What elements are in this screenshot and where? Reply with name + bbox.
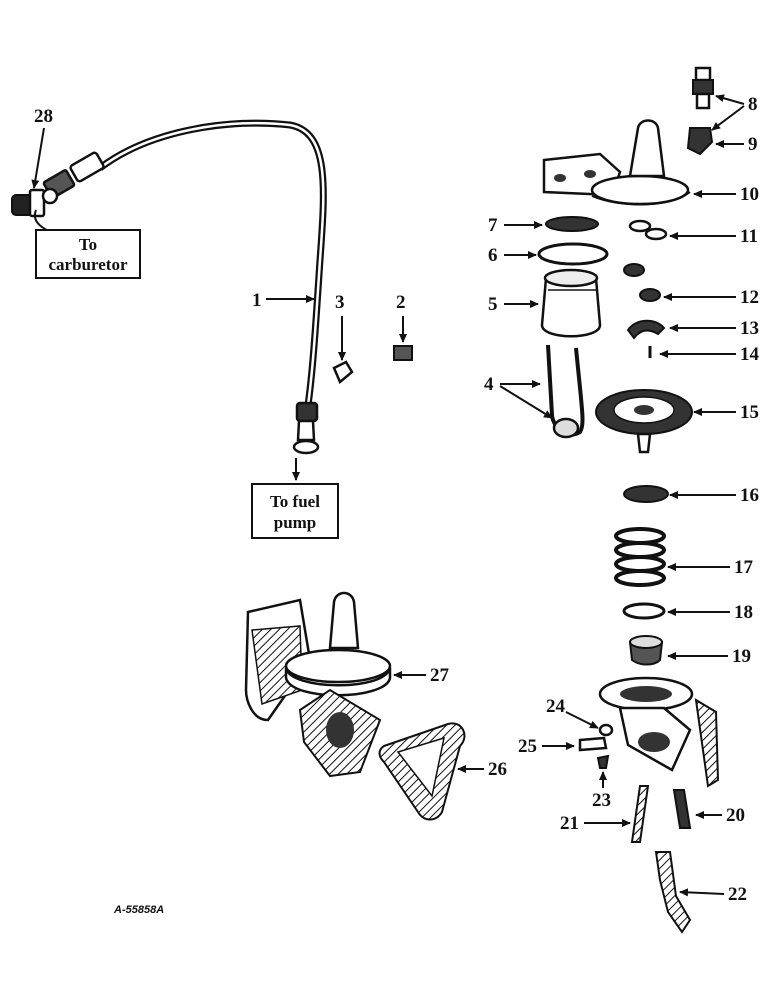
- callout-13: 13: [740, 318, 759, 339]
- callout-28: 28: [34, 106, 53, 127]
- callout-26: 26: [488, 759, 507, 780]
- part-17-spring: [614, 527, 666, 587]
- callout-7: 7: [488, 215, 498, 236]
- to-fuel-pump-label: To fuel pump: [251, 483, 339, 539]
- part-28-connector: [11, 187, 59, 218]
- part-4-bail: [546, 344, 585, 439]
- callout-2: 2: [396, 292, 406, 313]
- part-27-fuel-pump-assembly: [244, 591, 392, 778]
- callout-25: 25: [518, 736, 537, 757]
- callout-9: 9: [748, 134, 758, 155]
- pump-end-fitting: [292, 401, 320, 455]
- svg-text:pump: pump: [274, 513, 317, 532]
- callout-10: 10: [740, 184, 759, 205]
- lower-pump-body: [598, 676, 720, 788]
- callout-23: 23: [592, 790, 611, 811]
- part-8-fitting: [692, 66, 714, 110]
- callout-22: 22: [728, 884, 747, 905]
- part-10-top-cover: [542, 119, 691, 206]
- part-20-pin: [672, 789, 692, 829]
- part-3-clip: [332, 360, 354, 385]
- to-carburetor-label: To carburetor: [35, 229, 141, 279]
- callout-5: 5: [488, 294, 498, 315]
- part-26-mounting-gasket: [378, 722, 466, 821]
- part-19-bushing: [628, 635, 664, 666]
- callout-3: 3: [335, 292, 345, 313]
- part-21-link: [630, 785, 650, 843]
- callout-16: 16: [740, 485, 759, 506]
- callout-11: 11: [740, 226, 758, 247]
- callout-4: 4: [484, 374, 494, 395]
- callout-20: 20: [726, 805, 745, 826]
- callout-14: 14: [740, 344, 760, 365]
- reference-code: A-55858A: [113, 904, 164, 916]
- part-13-retainer: [626, 319, 666, 340]
- part-24-washer: [598, 723, 614, 737]
- callout-12: 12: [740, 287, 759, 308]
- callout-1: 1: [252, 290, 262, 311]
- callout-21: 21: [560, 813, 579, 834]
- callout-6: 6: [488, 245, 498, 266]
- part-9-elbow: [686, 127, 714, 156]
- svg-text:carburetor: carburetor: [49, 255, 128, 274]
- callout-24: 24: [546, 696, 566, 717]
- part-23-pin: [596, 754, 610, 769]
- part-5-glass-bowl: [540, 268, 602, 338]
- part-25-bolt: [578, 736, 608, 752]
- svg-text:To: To: [79, 235, 97, 254]
- part-6-gasket: [537, 242, 609, 266]
- callout-17: 17: [734, 557, 754, 578]
- part-18-ring: [622, 602, 666, 620]
- part-2-block: [393, 345, 413, 361]
- part-22-rocker-arm: [654, 851, 692, 934]
- svg-text:To fuel: To fuel: [270, 492, 320, 511]
- part-16-oil-seal: [623, 485, 669, 503]
- callout-19: 19: [732, 646, 751, 667]
- part-12-valve-upper: [623, 263, 645, 277]
- part-7-screen: [545, 216, 599, 232]
- callout-18: 18: [734, 602, 753, 623]
- fuel-line-tube: [97, 119, 327, 406]
- callout-27: 27: [430, 665, 450, 686]
- part-11-valve-gasket: [628, 219, 668, 241]
- part-15-diaphragm: [595, 389, 693, 454]
- callout-15: 15: [740, 402, 759, 423]
- part-12-valve: [639, 288, 661, 302]
- callout-8: 8: [748, 94, 758, 115]
